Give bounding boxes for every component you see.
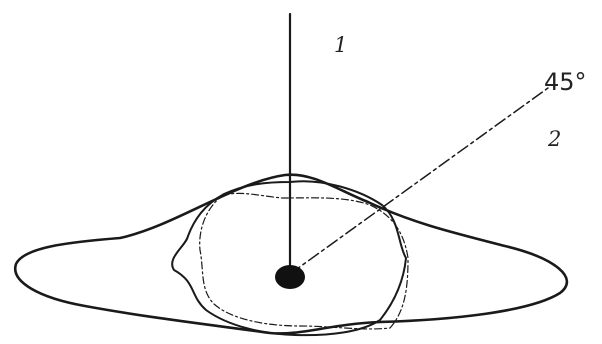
center-dot [275, 265, 305, 289]
inner-outline [171, 180, 407, 337]
outer-outline [13, 173, 569, 335]
label-angle: 45° [544, 68, 587, 96]
axis-line-2 [289, 87, 549, 275]
inner-outline-dashed [199, 192, 409, 330]
label-line-2: 2 [547, 127, 561, 151]
label-line-1: 1 [334, 33, 347, 57]
